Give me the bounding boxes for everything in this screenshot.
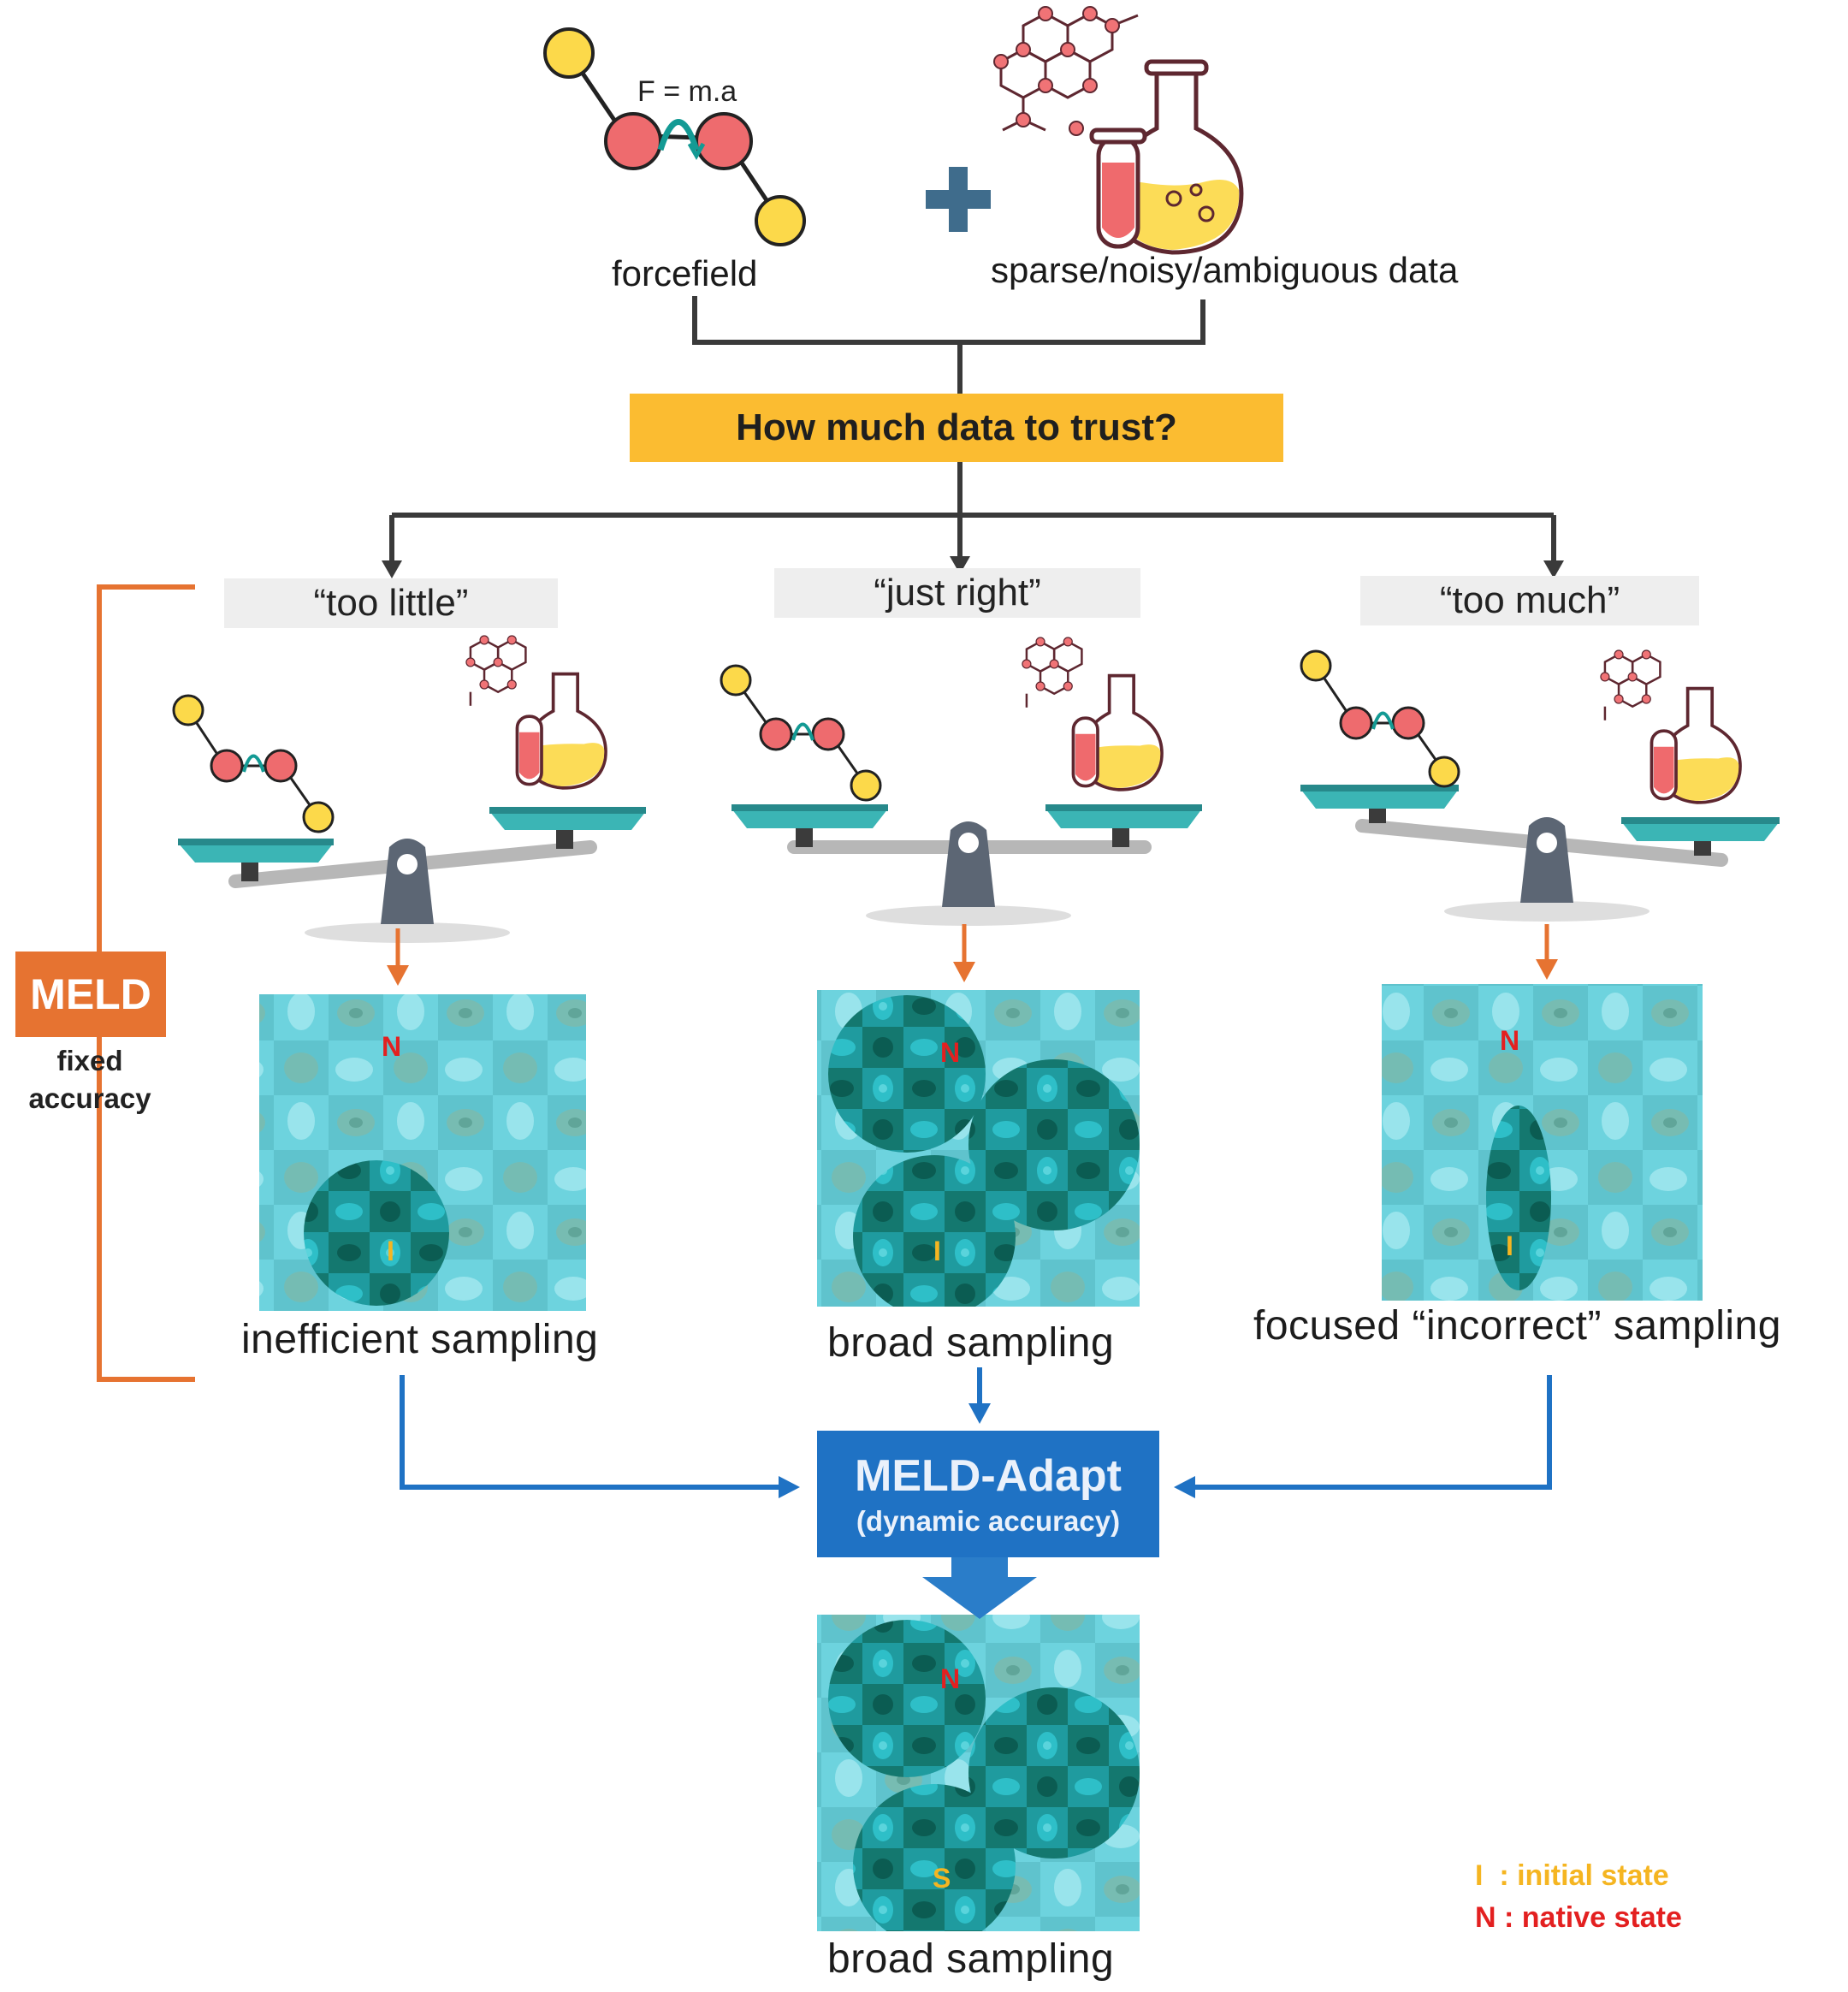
split-arrowheads	[382, 556, 1564, 578]
s-mark-4: S	[933, 1863, 951, 1894]
quote-too-much-text: “too much”	[1439, 579, 1620, 621]
landscape-too-little	[259, 994, 586, 1311]
initial-mark-2: I	[933, 1236, 941, 1266]
meld-subtitle-line1: fixed	[56, 1045, 123, 1076]
forcefield-icon	[543, 27, 806, 246]
forcefield-label: forcefield	[612, 253, 758, 293]
initial-mark-3: I	[1506, 1230, 1513, 1261]
landscape-meld-adapt	[817, 1615, 1140, 1931]
caption-meld-adapt: broad sampling	[827, 1936, 1115, 1982]
meld-label-box: MELD	[15, 952, 166, 1037]
landscape-too-much	[1382, 984, 1703, 1301]
data-flask-icon	[993, 6, 1244, 255]
merge-connector	[692, 296, 1205, 394]
meld-adapt-subtitle: (dynamic accuracy)	[856, 1505, 1121, 1537]
meld-adapt-title: MELD-Adapt	[855, 1451, 1122, 1501]
native-mark-3: N	[1500, 1025, 1520, 1056]
quote-just-right: “just right”	[774, 568, 1140, 618]
split-connector	[389, 462, 1556, 565]
question-text: How much data to trust?	[736, 406, 1177, 448]
legend-native-state: N : native state	[1475, 1901, 1682, 1934]
balance-scale-too-little	[172, 635, 646, 943]
initial-mark-1: I	[387, 1236, 394, 1266]
formula-label: F = m.a	[637, 75, 737, 108]
meld-adapt-box: MELD-Adapt (dynamic accuracy)	[817, 1431, 1159, 1557]
legend-initial-state: I : initial state	[1475, 1859, 1669, 1892]
native-mark-1: N	[382, 1031, 402, 1062]
balance-scale-too-much	[1300, 649, 1780, 922]
caption-too-little: inefficient sampling	[241, 1317, 599, 1362]
data-label: sparse/noisy/ambiguous data	[991, 250, 1459, 290]
quote-too-little: “too little”	[224, 578, 558, 628]
landscape-just-right	[817, 990, 1140, 1307]
native-mark-2: N	[940, 1037, 961, 1068]
native-mark-4: N	[940, 1663, 961, 1694]
big-down-arrow	[922, 1557, 1037, 1619]
caption-just-right: broad sampling	[827, 1320, 1115, 1366]
question-box: How much data to trust?	[630, 394, 1283, 462]
meld-subtitle-line2: accuracy	[28, 1082, 151, 1114]
balance-scale-just-right	[720, 637, 1202, 926]
caption-too-much: focused “incorrect” sampling	[1253, 1303, 1781, 1349]
quote-too-much: “too much”	[1360, 576, 1699, 625]
quote-too-little-text: “too little”	[313, 582, 469, 624]
meld-title: MELD	[30, 970, 151, 1018]
plus-icon	[926, 167, 991, 232]
meld-subtitle: fixed accuracy	[0, 1042, 180, 1118]
orange-arrows	[387, 924, 1558, 986]
quote-just-right-text: “just right”	[874, 572, 1041, 614]
blue-arrows	[400, 1367, 1552, 1498]
